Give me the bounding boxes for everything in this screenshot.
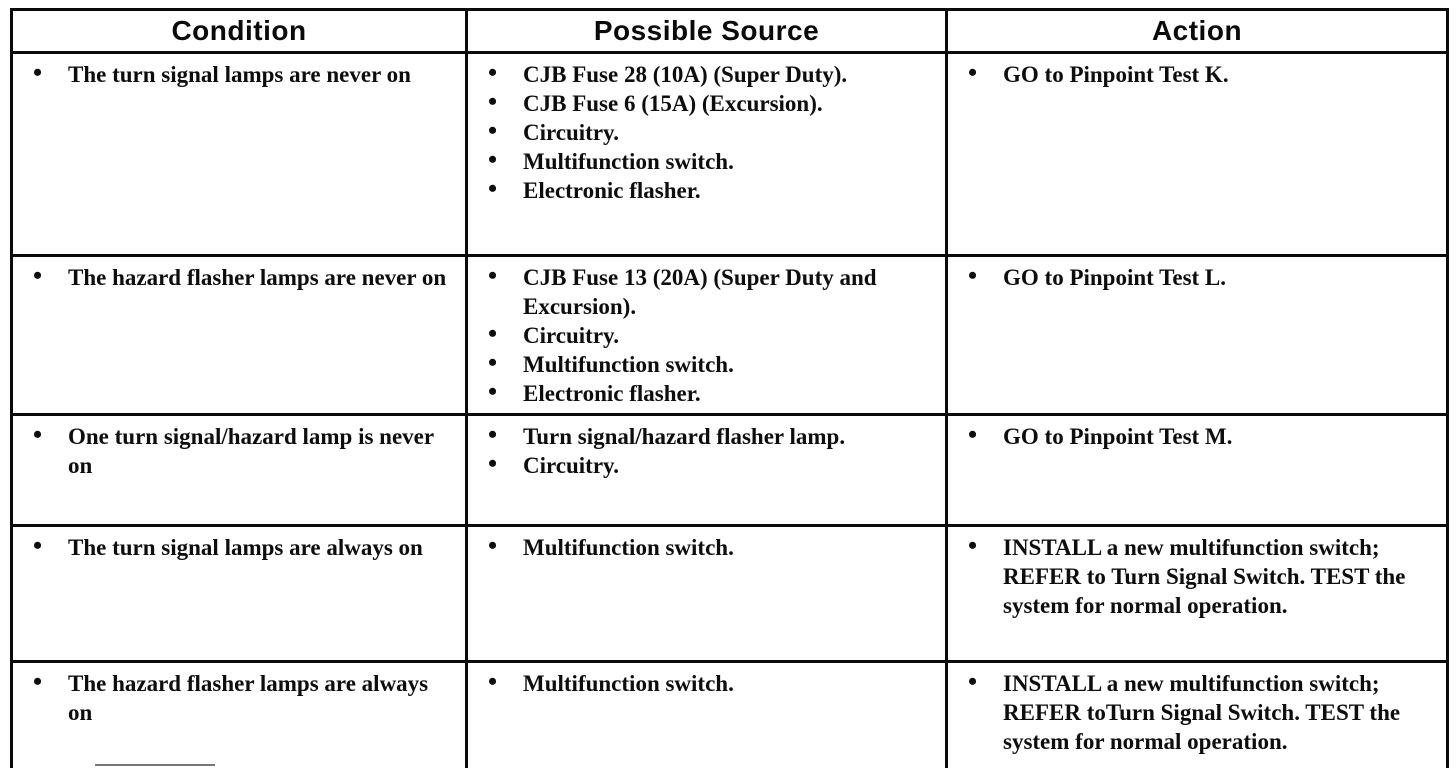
bullet-item: Multifunction switch. xyxy=(468,531,937,562)
bullet-list: Turn signal/hazard flasher lamp.Circuitr… xyxy=(468,420,937,480)
column-header-action: Action xyxy=(945,8,1449,54)
bullet-list: Multifunction switch. xyxy=(468,667,937,698)
bullet-item: Turn signal/hazard flasher lamp. xyxy=(468,420,937,451)
troubleshooting-table: Condition Possible Source Action The tur… xyxy=(10,8,1449,768)
bullet-item: GO to Pinpoint Test K. xyxy=(948,58,1438,89)
source-cell: CJB Fuse 13 (20A) (Super Duty and Excurs… xyxy=(465,254,948,416)
bullet-list: Multifunction switch. xyxy=(468,531,937,562)
bullet-list: CJB Fuse 13 (20A) (Super Duty and Excurs… xyxy=(468,261,937,408)
bullet-item: The turn signal lamps are never on xyxy=(13,58,457,89)
condition-cell: One turn signal/hazard lamp is never on xyxy=(10,413,468,527)
bullet-item: CJB Fuse 13 (20A) (Super Duty and Excurs… xyxy=(468,261,937,321)
table-row: The hazard flasher lamps are never on CJB… xyxy=(10,254,1449,416)
condition-cell: The turn signal lamps are never on xyxy=(10,51,468,257)
bullet-list: The turn signal lamps are never on xyxy=(13,58,457,89)
condition-cell: The hazard flasher lamps are never on xyxy=(10,254,468,416)
bullet-list: CJB Fuse 28 (10A) (Super Duty).CJB Fuse … xyxy=(468,58,937,205)
bullet-item: The turn signal lamps are always on xyxy=(13,531,457,562)
bullet-list: GO to Pinpoint Test K. xyxy=(948,58,1438,89)
source-cell: Multifunction switch. xyxy=(465,524,948,663)
bullet-item: Circuitry. xyxy=(468,116,937,147)
bullet-item: Multifunction switch. xyxy=(468,145,937,176)
action-cell: INSTALL a new multifunction switch; REFE… xyxy=(945,524,1449,663)
bullet-item: Multifunction switch. xyxy=(468,667,937,698)
condition-cell: The turn signal lamps are always on xyxy=(10,524,468,663)
bullet-item: GO to Pinpoint Test M. xyxy=(948,420,1438,451)
bullet-item: Electronic flasher. xyxy=(468,174,937,205)
bullet-item: The hazard flasher lamps are always on xyxy=(13,667,457,727)
condition-cell: The hazard flasher lamps are always on xyxy=(10,660,468,768)
bullet-list: The hazard flasher lamps are always on xyxy=(13,667,457,727)
bullet-item: Multifunction switch. xyxy=(468,348,937,379)
source-cell: CJB Fuse 28 (10A) (Super Duty).CJB Fuse … xyxy=(465,51,948,257)
bullet-item: Circuitry. xyxy=(468,449,937,480)
column-header-possible-source: Possible Source xyxy=(465,8,948,54)
action-cell: INSTALL a new multifunction switch; REFE… xyxy=(945,660,1449,768)
action-cell: GO to Pinpoint Test K. xyxy=(945,51,1449,257)
bullet-list: INSTALL a new multifunction switch; REFE… xyxy=(948,531,1438,620)
bullet-list: One turn signal/hazard lamp is never on xyxy=(13,420,457,480)
action-cell: GO to Pinpoint Test L. xyxy=(945,254,1449,416)
scan-artifact-line xyxy=(95,764,215,766)
bullet-list: GO to Pinpoint Test M. xyxy=(948,420,1438,451)
action-cell: GO to Pinpoint Test M. xyxy=(945,413,1449,527)
bullet-item: Circuitry. xyxy=(468,319,937,350)
bullet-list: GO to Pinpoint Test L. xyxy=(948,261,1438,292)
column-header-condition: Condition xyxy=(10,8,468,54)
bullet-item: CJB Fuse 28 (10A) (Super Duty). xyxy=(468,58,937,89)
bullet-item: CJB Fuse 6 (15A) (Excursion). xyxy=(468,87,937,118)
table-row: The turn signal lamps are always on Multi… xyxy=(10,524,1449,663)
bullet-list: The turn signal lamps are always on xyxy=(13,531,457,562)
bullet-list: INSTALL a new multifunction switch; REFE… xyxy=(948,667,1438,756)
table-row: One turn signal/hazard lamp is never onT… xyxy=(10,413,1449,527)
header-row: Condition Possible Source Action xyxy=(10,8,1449,54)
table-row: The turn signal lamps are never on CJB Fu… xyxy=(10,51,1449,257)
bullet-item: INSTALL a new multifunction switch; REFE… xyxy=(948,531,1438,620)
bullet-item: Electronic flasher. xyxy=(468,377,937,408)
table-row: The hazard flasher lamps are always on Mu… xyxy=(10,660,1449,768)
bullet-item: GO to Pinpoint Test L. xyxy=(948,261,1438,292)
source-cell: Turn signal/hazard flasher lamp.Circuitr… xyxy=(465,413,948,527)
bullet-list: The hazard flasher lamps are never on xyxy=(13,261,457,292)
bullet-item: INSTALL a new multifunction switch; REFE… xyxy=(948,667,1438,756)
bullet-item: The hazard flasher lamps are never on xyxy=(13,261,457,292)
bullet-item: One turn signal/hazard lamp is never on xyxy=(13,420,457,480)
source-cell: Multifunction switch. xyxy=(465,660,948,768)
